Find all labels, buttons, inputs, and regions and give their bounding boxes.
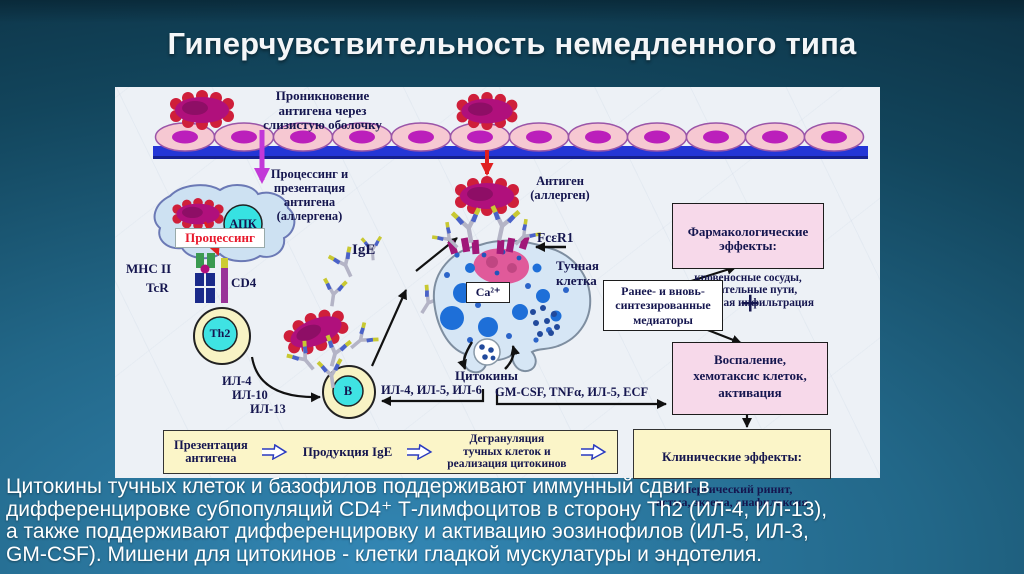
label-cytokines: Цитокины [455,368,518,383]
strip-step-degranulation: Дегрануляция тучных клеток и реализация … [447,433,567,471]
label-il-4-5-6: ИЛ-4, ИЛ-5, ИЛ-6 [381,383,482,397]
label-fcer1: FcεR1 [537,230,574,245]
label-tcr: TcR [146,280,169,295]
clinical-effects-body: аллергический ринит, астма, экзема, анаф… [656,481,808,510]
clinical-effects-title: Клинические эффекты: [662,449,802,464]
pharm-effects-title: Фармакологические эффекты: [687,224,809,254]
label-processing: Процессинг [175,228,265,248]
page-title: Гиперчувствительность немедленного типа [167,26,857,61]
flow-arrow-icon [406,444,433,460]
label-processing-presentation: Процессинг и презентация антигена (аллер… [270,167,349,223]
label-mhc2: МНС II [126,261,172,276]
flow-arrow-icon [580,444,607,460]
label-antigen-penetration: Проникновение антигена через слизистую о… [263,88,382,133]
label-il4: ИЛ-4 [222,374,252,388]
strip-step-presentation: Презентация антигена [174,437,248,465]
label-antigen-allergen: Антиген (аллерген) [530,174,590,202]
label-calcium: Ca²⁺ [466,282,510,303]
process-strip: Презентация антигена Продукция IgE Дегра… [163,430,618,474]
label-il13: ИЛ-13 [250,402,286,416]
pharm-effects-box: Фармакологические эффекты: кровеносные с… [672,203,824,309]
label-apc: АПК [229,217,257,231]
label-cd4: CD4 [231,275,257,290]
label-mast-cell: Тучная клетка [556,258,599,288]
flow-arrow-icon [262,444,288,460]
clinical-effects-box: Клинические эффекты: аллергический ринит… [633,429,831,509]
label-gmcsf-tnf: GM-CSF, TNFα, ИЛ-5, ECF [495,385,649,399]
inflammation-box: Воспаление, хемотаксис клеток, активация [672,342,828,415]
label-ige: IgE [352,242,376,258]
footer-paragraph: Цитокины тучных клеток и базофилов подде… [6,475,828,566]
label-b-cell: B [343,384,353,398]
mediators-box: Ранее- и вновь- синтезированные медиатор… [603,280,723,331]
label-th2: Th2 [209,326,231,340]
label-il10: ИЛ-10 [232,388,268,402]
strip-step-ige-production: Продукция IgE [302,443,393,459]
plus-sign: + [740,283,761,323]
